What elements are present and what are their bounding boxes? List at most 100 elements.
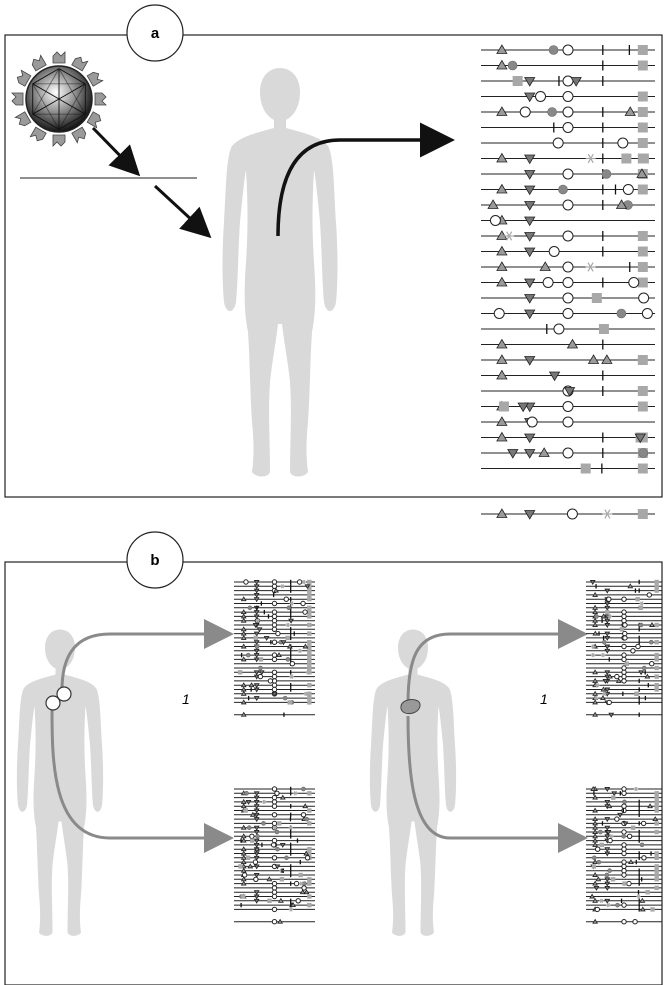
sequence-line — [234, 808, 315, 812]
sequence-line — [234, 800, 315, 804]
sequence-line — [481, 340, 655, 350]
sequence-line — [586, 610, 662, 614]
sequence-line — [586, 649, 662, 653]
panel-a-label: a — [151, 25, 160, 42]
sequence-line — [234, 601, 315, 605]
sequence-line — [586, 920, 662, 924]
sequence-line — [586, 602, 662, 606]
sequence-line — [481, 185, 655, 195]
sequence-line — [234, 838, 315, 842]
sequence-line — [481, 138, 655, 148]
sequence-line — [234, 795, 315, 799]
sequence-line — [586, 640, 662, 644]
sequence-line — [481, 92, 655, 102]
sequence-line — [234, 657, 315, 661]
sequence-line — [586, 813, 662, 817]
sequence-line — [586, 864, 662, 868]
virus-spike-icon — [72, 55, 88, 71]
sequence-line — [586, 804, 662, 808]
sequence-line — [481, 45, 655, 55]
sequence-line — [234, 687, 315, 691]
sequence-line — [234, 860, 315, 864]
sequence-line — [481, 417, 655, 427]
sequence-line — [234, 674, 315, 678]
sequence-line — [586, 830, 662, 834]
sequence-line — [234, 834, 315, 838]
sequence-line — [586, 696, 662, 700]
sequence-line — [234, 700, 315, 704]
virus-spike-icon — [72, 127, 88, 143]
virus-spike-icon — [15, 112, 31, 128]
sequence-line — [481, 448, 655, 458]
sequence-line — [234, 826, 315, 830]
sequence-line — [234, 610, 315, 614]
tumor-lesion-icon — [401, 700, 420, 714]
sequence-line — [234, 644, 315, 648]
sequence-line — [481, 107, 655, 117]
panel-b-label: b — [150, 552, 159, 569]
sequence-line — [234, 890, 315, 894]
virus-spike-icon — [53, 52, 65, 63]
sequence-line — [586, 907, 662, 911]
sequence-line — [234, 692, 315, 696]
sequence-line — [586, 683, 662, 687]
sequence-line — [586, 614, 662, 618]
infection-arrow-upper — [93, 128, 136, 172]
sequence-line — [234, 886, 315, 890]
sequence-line — [481, 231, 655, 241]
sequence-line — [234, 851, 315, 855]
sequence-line — [586, 881, 662, 885]
sequence-line — [586, 713, 662, 717]
sequence-line — [586, 584, 662, 588]
infection-arrow-lower — [155, 186, 207, 234]
sequence-line — [586, 627, 662, 631]
sequence-line — [234, 653, 315, 657]
sequence-line — [586, 631, 662, 635]
sequence-line — [234, 843, 315, 847]
sequence-line — [234, 869, 315, 873]
sequence-line — [586, 817, 662, 821]
sequence-line — [234, 830, 315, 834]
sequence-line — [481, 123, 655, 133]
sequence-line — [481, 509, 655, 519]
sequence-line — [234, 670, 315, 674]
sequence-line — [234, 804, 315, 808]
sequence-line — [234, 584, 315, 588]
sequence-line — [586, 791, 662, 795]
sequence-line — [234, 662, 315, 666]
sequence-line — [481, 76, 655, 86]
sequence-line — [234, 588, 315, 592]
sequence-line — [481, 324, 655, 334]
sequence-line — [586, 894, 662, 898]
sequence-line — [234, 606, 315, 610]
sequence-line — [586, 580, 662, 584]
sample-site-circle-icon — [46, 696, 60, 710]
sequence-line — [586, 644, 662, 648]
sequence-line — [234, 623, 315, 627]
sequence-line — [481, 433, 655, 443]
sequence-line — [586, 903, 662, 907]
sequence-line — [586, 826, 662, 830]
sequence-line — [234, 713, 315, 717]
sequence-line — [481, 464, 655, 474]
sequence-line — [586, 666, 662, 670]
panel-b-frame — [5, 562, 662, 985]
sequence-line — [586, 890, 662, 894]
sequence-line — [586, 847, 662, 851]
virus-spike-icon — [15, 70, 31, 86]
sequence-line — [586, 597, 662, 601]
sequence-line — [481, 371, 655, 381]
sequence-line — [234, 899, 315, 903]
sequence-line — [481, 262, 655, 272]
sequence-line — [234, 903, 315, 907]
sequence-line — [586, 860, 662, 864]
human-silhouette-left — [17, 630, 103, 936]
sequence-line — [586, 670, 662, 674]
sequence-line — [234, 619, 315, 623]
panel-a: a — [5, 5, 662, 519]
sequence-line — [481, 402, 655, 412]
sequence-line — [234, 907, 315, 911]
sequence-line — [234, 597, 315, 601]
virus-spike-icon — [53, 135, 65, 146]
virus-spike-icon — [30, 55, 46, 71]
